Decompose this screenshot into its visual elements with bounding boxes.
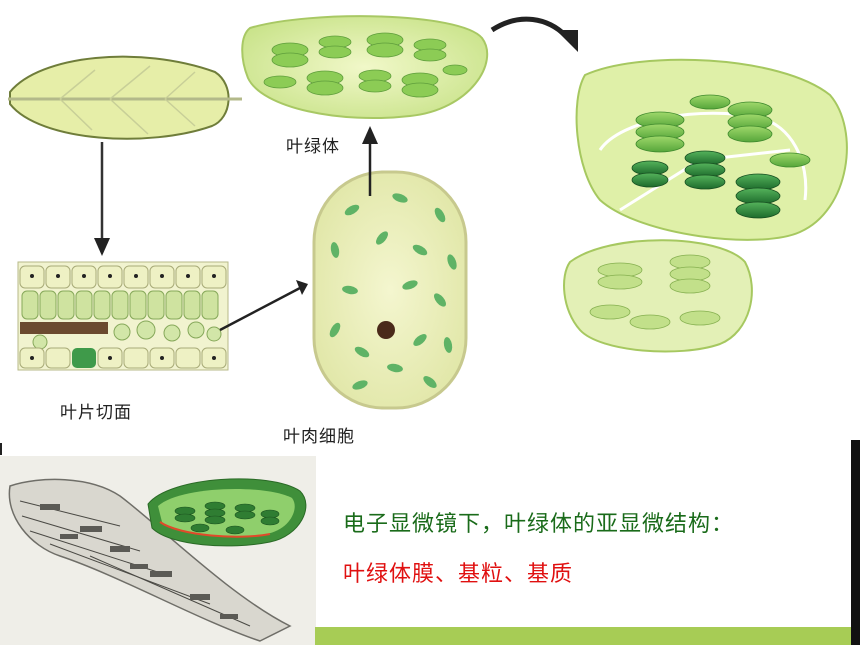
- mesophyll-cell-illustration: [312, 170, 468, 410]
- edge-bar: [851, 440, 860, 645]
- accent-bar: [315, 627, 851, 645]
- electron-micrograph: [0, 456, 316, 645]
- arrow-section-to-cell: [219, 280, 308, 332]
- label-chloroplast: 叶绿体: [286, 137, 340, 157]
- caption-line-2: 叶绿体膜、基粒、基质: [343, 562, 574, 587]
- chloroplast-3d-illustration: [563, 58, 848, 353]
- arrow-cell-to-chloroplast: [362, 126, 378, 196]
- leaf-illustration: [8, 55, 242, 150]
- label-mesophyll-cell: 叶肉细胞: [283, 427, 355, 447]
- arrow-to-3d-chloroplast: [490, 16, 578, 52]
- leaf-section-illustration: [17, 261, 229, 371]
- arrow-leaf-to-section: [94, 142, 110, 256]
- caption-line-1: 电子显微镜下，叶绿体的亚显微结构：: [343, 512, 735, 537]
- label-leaf-section: 叶片切面: [60, 403, 132, 423]
- chloroplast-illustration: [241, 15, 489, 119]
